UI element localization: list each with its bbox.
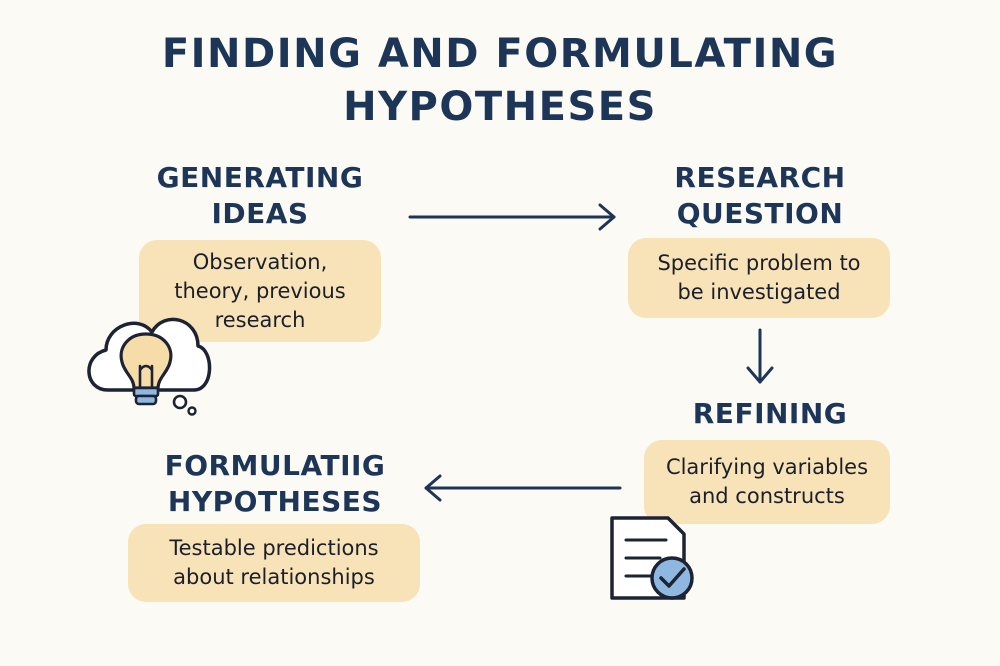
checklist-document-icon — [610, 516, 694, 600]
refining-box: Clarifying variables and constructs — [644, 440, 890, 524]
refining-heading: REFINING — [692, 397, 848, 430]
arrow-down — [746, 328, 774, 384]
generating-ideas-heading: GENERATING IDEAS — [156, 161, 364, 230]
title-line-2: HYPOTHESES — [343, 84, 657, 130]
research-question-heading: RESEARCH QUESTION — [674, 161, 846, 230]
diagram-title: FINDING AND FORMULATING HYPOTHESES — [0, 28, 1000, 134]
formulating-hypotheses-heading: FORMULATIIG HYPOTHESES — [164, 449, 386, 518]
lightbulb-cloud-icon — [87, 317, 212, 416]
formulating-hypotheses-box: Testable predictions about relationships — [128, 524, 420, 602]
research-question-box: Specific problem to be investigated — [628, 238, 890, 318]
arrow-right — [408, 203, 616, 231]
title-line-1: FINDING AND FORMULATING — [161, 31, 839, 77]
arrow-left — [424, 474, 622, 502]
